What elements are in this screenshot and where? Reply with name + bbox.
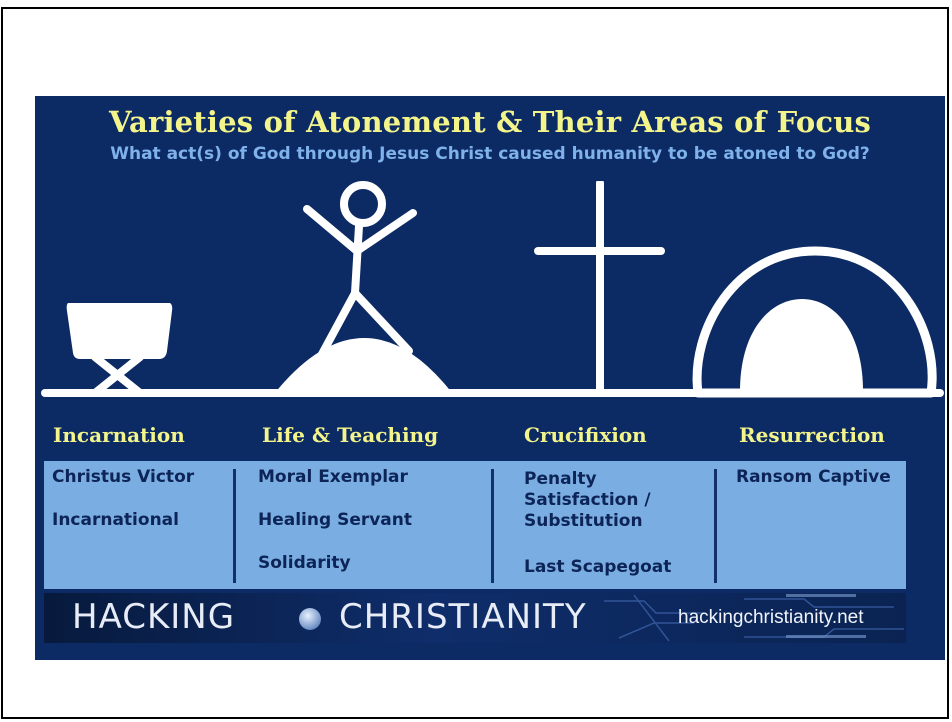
person-on-hill-icon [276,181,451,397]
brand-hacking: HACKING [72,597,236,637]
manger-icon [66,303,173,397]
infographic-title: Varieties of Atonement & Their Areas of … [108,105,872,139]
list-item: Ransom Captive [736,467,891,487]
illustration [41,181,944,398]
heading-incarnation: Incarnation [53,423,185,447]
infographic-panel: Varieties of Atonement & Their Areas of … [35,96,945,660]
heading-crucifixion: Crucifixion [524,423,647,447]
list-item: Healing Servant [258,510,413,530]
list-item: Incarnational [52,510,179,530]
footer-banner: HACKING CHRISTIANITY hackingchristianity… [44,593,906,643]
list-item: Penalty Satisfaction / Substitution [524,469,651,531]
cross-icon [534,181,665,395]
list-item: Solidarity [258,553,351,573]
heading-resurrection: Resurrection [739,423,885,447]
column-divider [491,469,494,583]
list-resurrection: Ransom Captive [736,469,891,512]
globe-icon [299,608,321,630]
empty-tomb-icon [692,246,937,398]
brand-christianity: CHRISTIANITY [339,597,587,637]
atonement-list-box: Christus Victor Incarnational Moral Exem… [44,461,906,589]
column-divider [714,469,717,583]
image-frame: Varieties of Atonement & Their Areas of … [1,7,949,719]
list-item: Moral Exemplar [258,467,408,487]
list-crucifixion: Penalty Satisfaction / Substitution Last… [524,469,671,602]
list-item: Last Scapegoat [524,557,672,577]
list-life-teaching: Moral Exemplar Healing Servant Solidarit… [258,469,412,598]
circuit-pattern [604,594,904,642]
website-link[interactable]: hackingchristianity.net [678,607,864,628]
list-item: Christus Victor [52,467,195,487]
list-incarnation: Christus Victor Incarnational [52,469,194,555]
column-divider [233,469,236,583]
heading-life-teaching: Life & Teaching [262,423,439,447]
infographic-subtitle: What act(s) of God through Jesus Christ … [110,144,870,164]
